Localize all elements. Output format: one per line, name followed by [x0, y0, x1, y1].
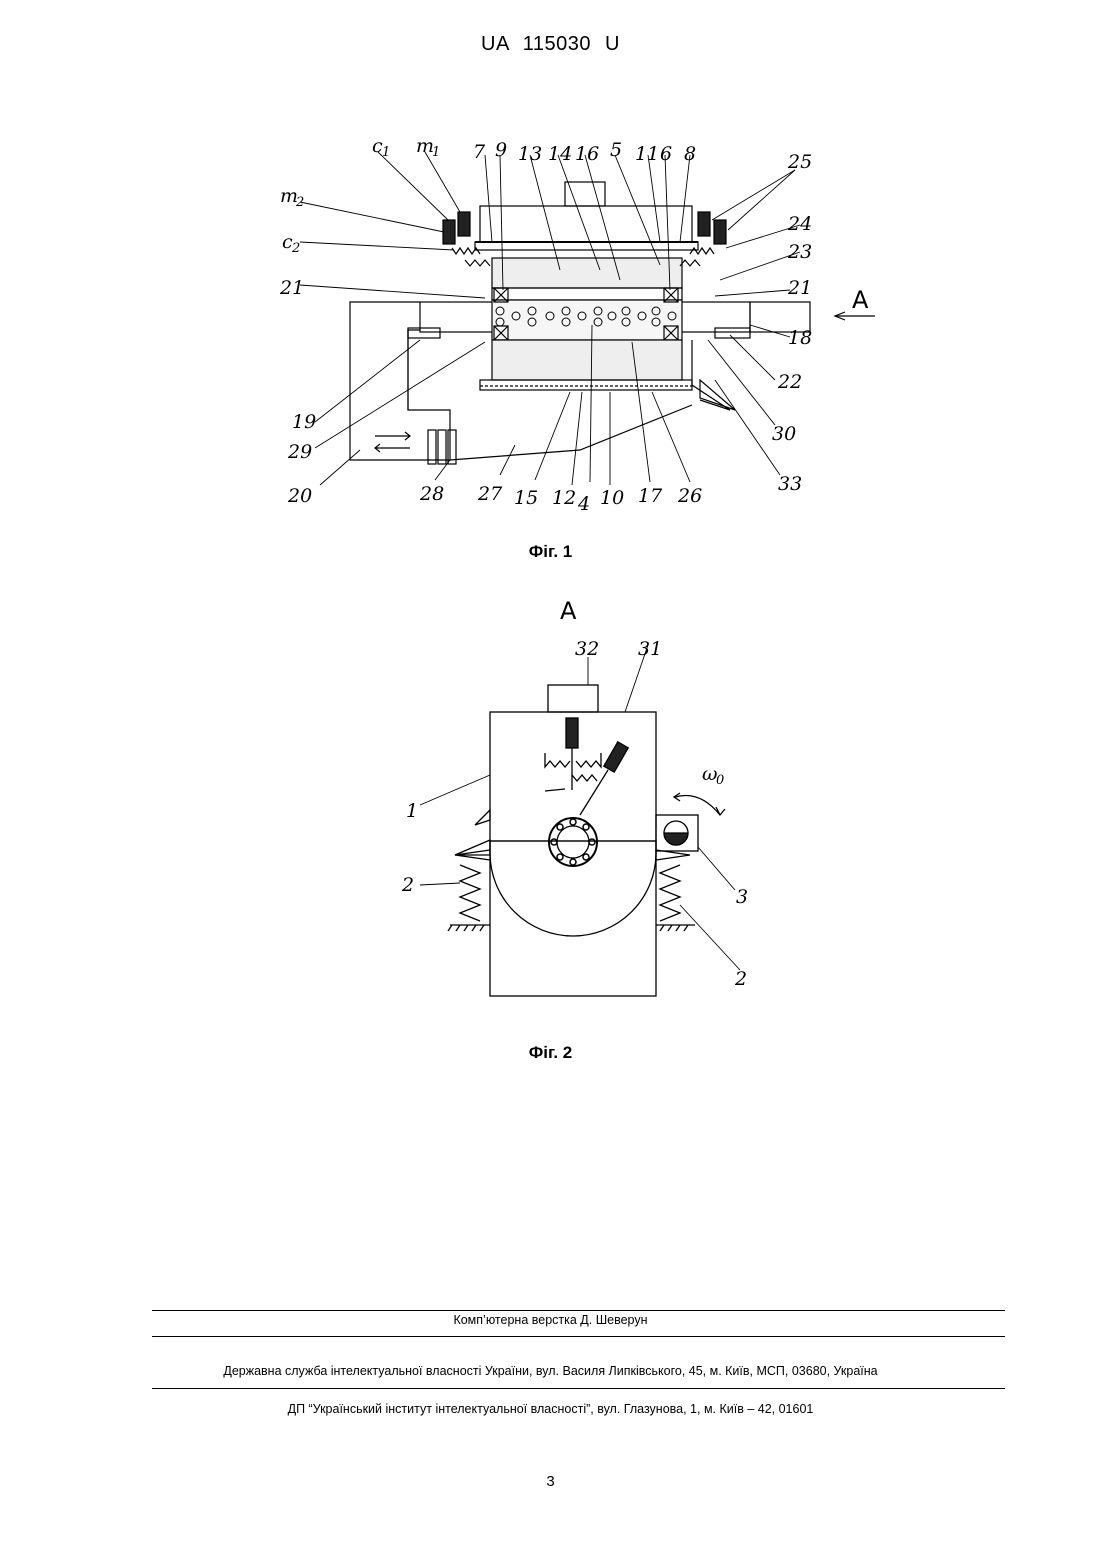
- label-9: 9: [495, 139, 507, 161]
- label-23: 23: [787, 241, 812, 263]
- agency-address: Державна служба інтелектуальної власност…: [0, 1364, 1101, 1378]
- label-27: 27: [477, 483, 503, 505]
- label-28: 28: [419, 483, 444, 505]
- label-12: 12: [552, 487, 576, 509]
- label-31: 31: [638, 638, 662, 660]
- view-title-a: А: [560, 597, 577, 625]
- label-c2-sub: 2: [291, 241, 300, 256]
- label-22: 22: [777, 371, 802, 393]
- label-2-right: 2: [734, 968, 747, 990]
- label-20: 20: [287, 485, 312, 507]
- label-2-left: 2: [401, 874, 414, 896]
- label-19: 19: [292, 411, 316, 433]
- label-24: 24: [787, 213, 812, 235]
- figure-1-drawing: c 1 m 1 m 2 c 2 7 9 13 14 16 5 11 6 8 25…: [260, 130, 900, 530]
- page-number: 3: [0, 1473, 1101, 1490]
- figure-1-caption: Фіг. 1: [0, 542, 1101, 562]
- label-16: 16: [575, 143, 599, 165]
- view-marker-a: А: [852, 286, 869, 314]
- layout-credit: Комп’ютерна верстка Д. Шеверун: [0, 1313, 1101, 1327]
- label-6: 6: [660, 143, 672, 165]
- footer-rule-bottom: [152, 1388, 1005, 1389]
- label-omega-sub: 0: [716, 773, 724, 788]
- label-10: 10: [600, 487, 624, 509]
- figure-2-drawing: А 32 31 1 2 3 2 ω 0: [380, 585, 780, 1005]
- label-21-right: 21: [787, 277, 812, 299]
- label-c1-sub: 1: [382, 145, 390, 160]
- footer-rule-top: [152, 1310, 1005, 1311]
- label-15: 15: [514, 487, 538, 509]
- institute-address: ДП “Український інститут інтелектуальної…: [0, 1402, 1101, 1416]
- label-18: 18: [788, 327, 812, 349]
- label-1: 1: [406, 800, 418, 822]
- label-33: 33: [778, 473, 802, 495]
- label-29: 29: [287, 441, 312, 463]
- label-7: 7: [473, 141, 486, 163]
- label-5: 5: [610, 139, 622, 161]
- label-21-left: 21: [279, 277, 304, 299]
- label-11: 11: [635, 143, 659, 165]
- label-25: 25: [787, 151, 812, 173]
- label-m2-sub: 2: [295, 195, 304, 210]
- label-8: 8: [684, 143, 696, 165]
- label-13: 13: [518, 143, 542, 165]
- label-30: 30: [772, 423, 796, 445]
- footer-rule-middle: [152, 1336, 1005, 1337]
- label-26: 26: [677, 485, 702, 507]
- label-17: 17: [638, 485, 663, 507]
- label-3: 3: [736, 886, 748, 908]
- label-4: 4: [577, 493, 590, 515]
- document-number: UA 115030 U: [0, 33, 1101, 56]
- figure-2-caption: Фіг. 2: [0, 1043, 1101, 1063]
- label-m1-sub: 1: [432, 145, 440, 160]
- label-32: 32: [575, 638, 599, 660]
- label-14: 14: [548, 143, 572, 165]
